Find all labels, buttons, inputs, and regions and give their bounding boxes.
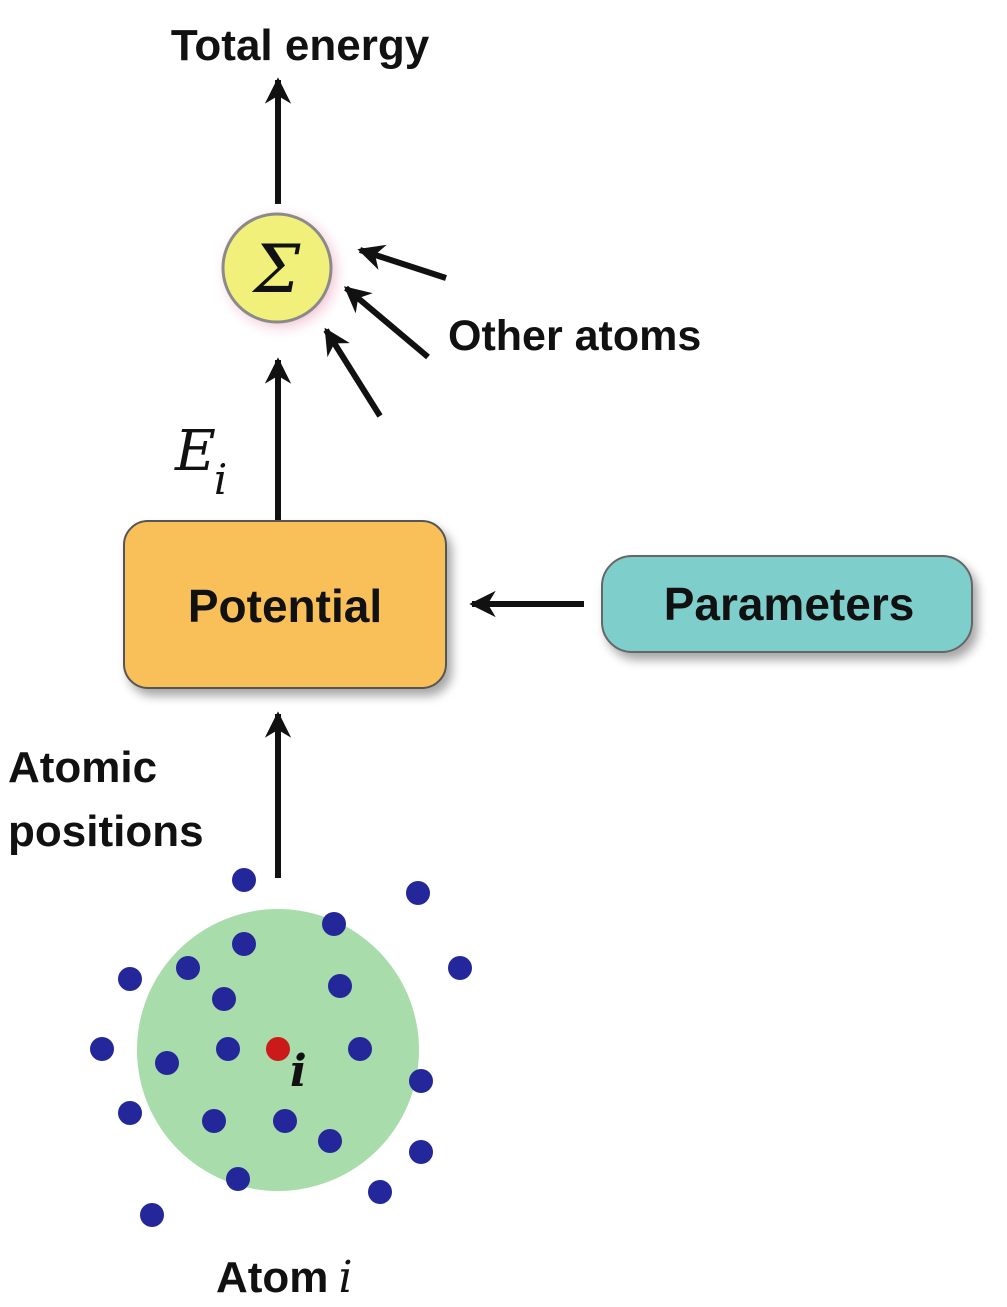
energy-label: Ei: [174, 419, 227, 504]
neighbor-atom: [155, 1051, 179, 1075]
energy-symbol: E: [174, 419, 216, 484]
atom-caption-var: i: [338, 1252, 352, 1303]
neighbor-atom: [328, 974, 352, 998]
neighbor-atom: [406, 881, 430, 905]
potential-label: Potential: [188, 580, 382, 632]
other-atoms-label: Other atoms: [448, 312, 701, 360]
neighbor-atom: [448, 956, 472, 980]
neighbor-atom: [232, 932, 256, 956]
neighbor-atom: [176, 956, 200, 980]
arrow-other-atom-1: [357, 244, 447, 281]
potential-box: [123, 520, 447, 689]
neighbor-atom: [226, 1167, 250, 1191]
arrow-other-atom-2: [343, 285, 430, 360]
neighbor-atoms: [90, 868, 472, 1227]
sum-symbol: Σ: [252, 231, 301, 308]
parameters-label: Parameters: [664, 578, 915, 630]
neighbor-atom: [368, 1180, 392, 1204]
energy-subscript: i: [214, 455, 227, 504]
center-atom: [266, 1037, 290, 1061]
neighbor-atom: [409, 1069, 433, 1093]
parameters-box: [601, 555, 973, 653]
neighbor-atom: [212, 987, 236, 1011]
atomic-positions-line1: Atomic: [8, 743, 157, 792]
neighbor-atom: [140, 1203, 164, 1227]
neighbor-atom: [322, 912, 346, 936]
neighbor-atom: [409, 1140, 433, 1164]
neighbor-atom: [318, 1129, 342, 1153]
neighbor-atom: [232, 868, 256, 892]
total-energy-label: Total energy: [171, 21, 430, 70]
atom-caption-prefix: Atom: [216, 1253, 328, 1302]
neighbor-atom: [90, 1037, 114, 1061]
neighbor-atom: [273, 1109, 297, 1133]
neighbor-atom: [118, 967, 142, 991]
center-atom-label: i: [290, 1046, 307, 1097]
sum-node: [221, 212, 333, 324]
arrow-other-atom-3: [323, 327, 383, 418]
neighbor-atom: [216, 1037, 240, 1061]
neighbor-atom: [202, 1109, 226, 1133]
atomic-positions-line2: positions: [8, 807, 204, 856]
neighbor-atom: [348, 1037, 372, 1061]
neighbor-atom: [118, 1101, 142, 1125]
